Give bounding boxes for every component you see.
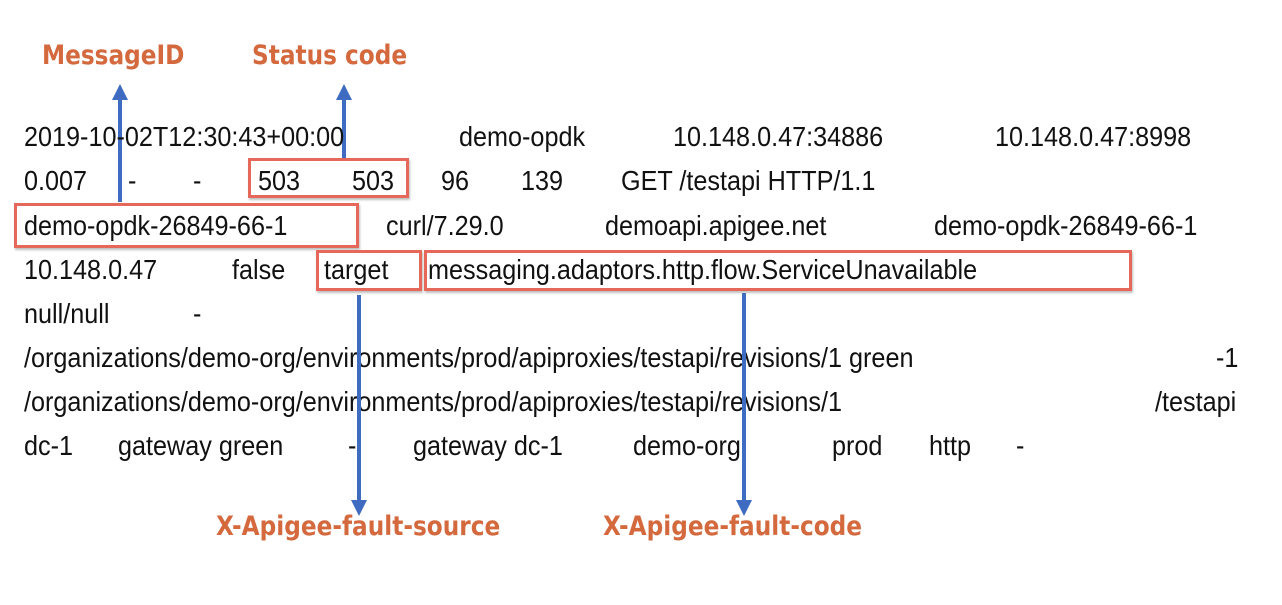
log-protocol: http (929, 430, 972, 461)
log-message-id-repeat: demo-opdk-26849-66-1 (934, 210, 1198, 241)
log-response-time: 0.007 (24, 165, 88, 196)
log-host: demo-opdk (459, 121, 586, 152)
log-timestamp: 2019-10-02T12:30:43+00:00 (24, 121, 345, 152)
log-value: -1 (1216, 342, 1239, 373)
label-message-id: MessageID (42, 40, 185, 71)
label-fault-code: X-Apigee-fault-code (603, 511, 863, 542)
log-flag: false (232, 254, 286, 285)
log-target-ip: 10.148.0.47 (24, 254, 158, 285)
highlight-box-message-id (14, 203, 359, 248)
log-request-bytes: 96 (441, 165, 470, 196)
log-user-agent: curl/7.29.0 (386, 210, 504, 241)
log-server-ip: 10.148.0.47:8998 (995, 121, 1192, 152)
log-region: dc-1 (24, 430, 74, 461)
label-fault-source: X-Apigee-fault-source (216, 511, 501, 542)
highlight-box-status-code (248, 158, 409, 198)
log-dash: - (1016, 430, 1025, 461)
log-dash: - (193, 298, 202, 329)
log-client-ip: 10.148.0.47:34886 (673, 121, 884, 152)
highlight-box-fault-source (316, 250, 422, 291)
log-virtual-host: demoapi.apigee.net (605, 210, 827, 241)
highlight-box-fault-code (424, 250, 1132, 291)
log-pod-region: gateway dc-1 (413, 430, 563, 461)
log-dash: - (128, 165, 137, 196)
log-base-path: /testapi (1155, 386, 1237, 417)
log-fault-source: target (324, 254, 389, 285)
log-request-line: GET /testapi HTTP/1.1 (621, 165, 876, 196)
log-proxy-revision-path: /organizations/demo-org/environments/pro… (24, 342, 914, 373)
log-proxy-revision-path: /organizations/demo-org/environments/pro… (24, 386, 843, 417)
log-dash: - (348, 430, 357, 461)
log-fault-code: messaging.adaptors.http.flow.ServiceUnav… (428, 254, 978, 285)
log-message-id: demo-opdk-26849-66-1 (24, 210, 288, 241)
log-null-pair: null/null (24, 298, 110, 329)
log-status-code: 503 (352, 165, 395, 196)
log-pod-color: gateway green (118, 430, 284, 461)
log-status-code: 503 (258, 165, 301, 196)
log-organization: demo-org (633, 430, 741, 461)
log-dash: - (193, 165, 202, 196)
log-environment: prod (832, 430, 883, 461)
log-response-bytes: 139 (521, 165, 564, 196)
label-status-code: Status code (252, 40, 408, 71)
